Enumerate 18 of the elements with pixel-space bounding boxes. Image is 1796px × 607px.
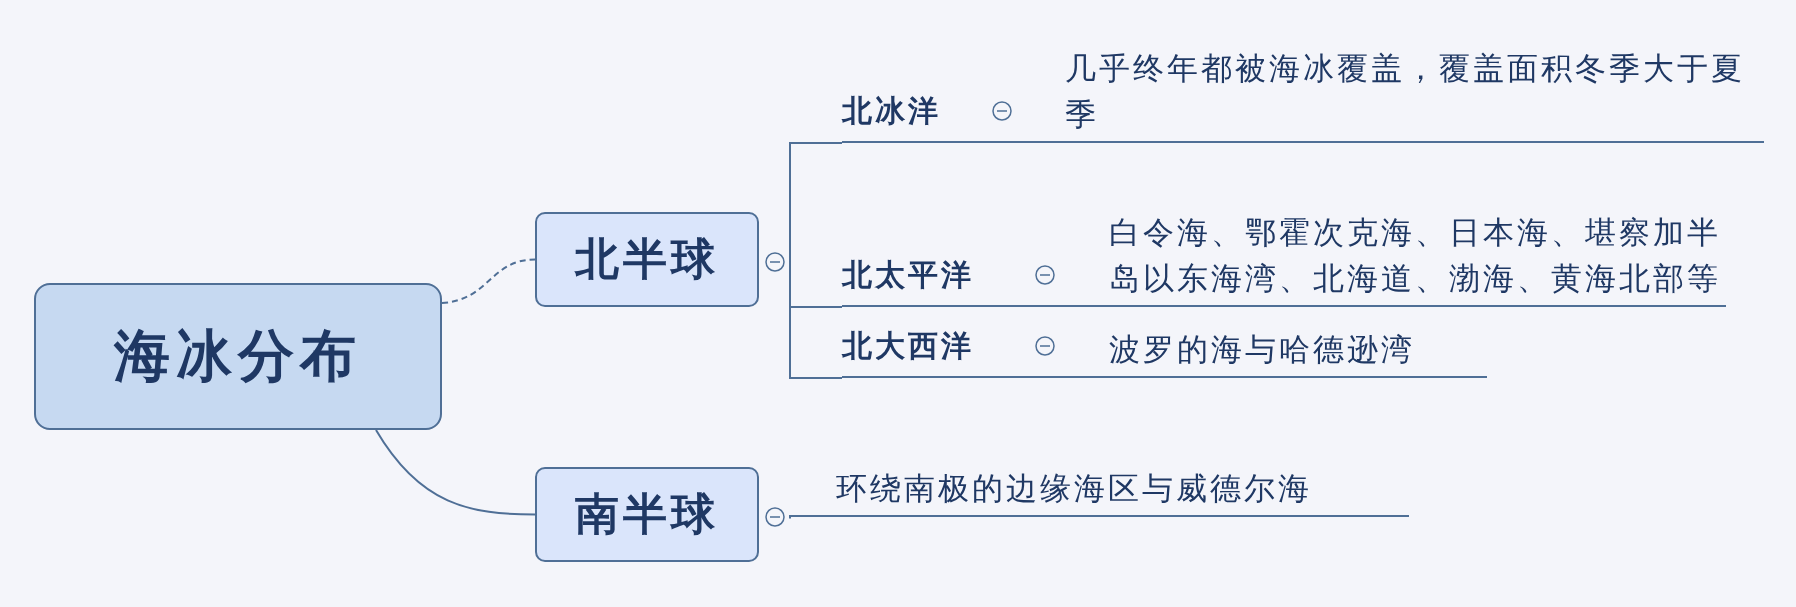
ocean-label: 北冰洋	[842, 88, 982, 134]
description-text: 几乎终年都被海冰覆盖，覆盖面积冬季大于夏季	[1065, 38, 1764, 143]
connector-line	[789, 142, 843, 264]
topic-box: 北半球	[535, 212, 759, 307]
connector-line	[841, 376, 1110, 378]
connector-line	[789, 261, 843, 379]
connector-line	[789, 515, 837, 519]
ocean-label: 北大西洋	[842, 323, 1022, 369]
ocean-label: 北太平洋	[842, 252, 1022, 298]
description-text: 环绕南极的边缘海区与威德尔海	[836, 460, 1409, 517]
connector-line	[375, 429, 536, 516]
connector-line	[441, 258, 536, 304]
connector-line	[841, 305, 1110, 307]
topic-box: 南半球	[535, 467, 759, 562]
description-text: 波罗的海与哈德逊湾	[1109, 318, 1487, 378]
description-text: 白令海、鄂霍次克海、日本海、堪察加半岛以东海湾、北海道、渤海、黄海北部等	[1109, 150, 1726, 307]
root-topic-box: 海冰分布	[34, 283, 442, 430]
connector-line	[841, 141, 1066, 143]
